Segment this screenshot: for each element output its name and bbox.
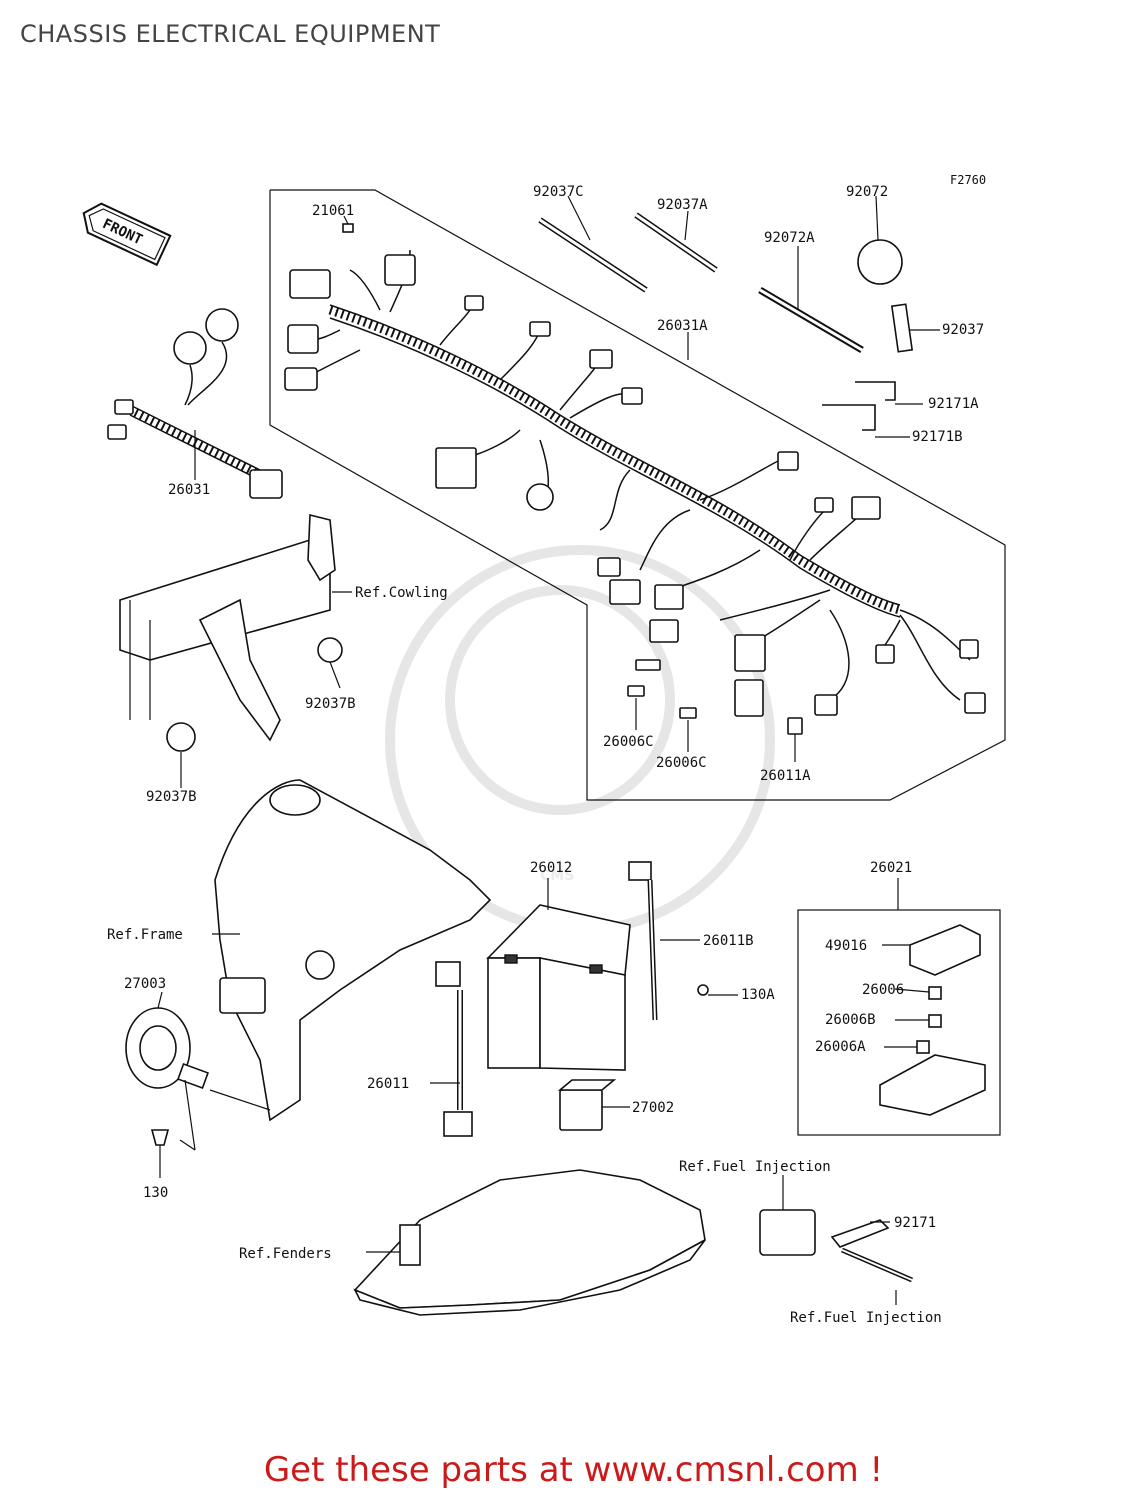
connector-q [734,679,764,717]
label-ref-fuel-injection-2: Ref.Fuel Injection [790,1310,942,1326]
label-92037C: 92037C [533,184,584,200]
label-26006A: 26006A [815,1039,866,1055]
clip-26006C-1 [627,685,645,697]
turn-signal-left [173,331,207,365]
label-26021: 26021 [870,860,912,876]
connector-p [734,634,766,672]
connector-k [654,584,684,610]
connector-g [589,349,613,369]
label-26006C-2: 26006C [656,755,707,771]
clip-26011A [787,717,803,735]
connector-a [289,269,331,299]
label-26006B: 26006B [825,1012,876,1028]
label-21061: 21061 [312,203,354,219]
label-130A: 130A [741,987,775,1003]
label-26011B: 26011B [703,933,754,949]
clamp-92037 [890,303,914,353]
fusebox-group-outline [797,909,1001,1136]
grommet-92037B [166,722,196,752]
label-ref-frame: Ref.Frame [107,927,183,943]
battery-26012 [486,904,631,1071]
bolt-130A [697,984,709,996]
connector-t [959,639,979,659]
label-92171A: 92171A [928,396,979,412]
fuse-26006B [928,1014,942,1028]
cowling-bracket [119,513,343,752]
frame [214,779,492,1122]
label-26012: 26012 [530,860,572,876]
connector-c [287,324,319,354]
cover-49016 [909,924,981,976]
fuse-box [879,1054,986,1116]
rear-fender [353,1169,706,1316]
label-92037A: 92037A [657,197,708,213]
label-26031: 26031 [168,482,210,498]
label-92037B-2: 92037B [146,789,197,805]
label-ref-fuel-injection-1: Ref.Fuel Injection [679,1159,831,1175]
figure-code: F2760 [950,173,986,187]
fuse-26006A [916,1040,930,1054]
relay-box [435,447,477,489]
label-92171: 92171 [894,1215,936,1231]
front-arrow-icon: FRONT [82,202,172,267]
sensor-round [526,483,554,511]
label-92037B-1: 92037B [305,696,356,712]
damper-92171 [830,1219,890,1248]
fuel-injection-unit [759,1209,816,1256]
parts-diagram: CMS F2760 FRONT [82,173,1006,1326]
fuse-21061 [342,223,354,233]
label-92171B: 92171B [912,429,963,445]
connector-j [609,579,641,605]
connector-h [621,387,643,405]
terminal-26011B-top [628,861,652,881]
connector-u [964,692,986,714]
cta-link[interactable]: Get these parts at www.cmsnl.com ! [263,1450,884,1490]
clamp-92171A [855,381,896,401]
connector-r [814,694,838,716]
label-26031A: 26031A [657,318,708,334]
turn-signal-right [205,308,239,342]
connector-f [529,321,551,337]
connector-m [814,497,834,513]
connector-s [875,644,895,664]
connector-b [384,254,416,286]
terminal-26011-bottom [443,1111,473,1137]
label-27002: 27002 [632,1100,674,1116]
connector-l [777,451,799,471]
connector-o [649,619,679,643]
label-26011A: 26011A [760,768,811,784]
label-49016: 49016 [825,938,867,954]
fuse-26006 [928,986,942,1000]
label-26011: 26011 [367,1076,409,1092]
connector-26031 [249,469,283,499]
main-harness-26031A [328,305,902,615]
connector-i [597,557,621,577]
relay-27002 [559,1089,603,1131]
connector-n [851,496,881,520]
clip-26006C-2 [679,707,697,719]
connector-e [464,295,484,311]
connector-d [284,367,318,391]
band-92072 [857,239,903,285]
label-92072A: 92072A [764,230,815,246]
label-ref-fenders: Ref.Fenders [239,1246,332,1262]
label-92037: 92037 [942,322,984,338]
label-ref-cowling: Ref.Cowling [355,585,448,601]
terminal-26011-top [435,961,461,987]
clamp-92171B [822,404,876,431]
harness-group-outline [269,189,1006,801]
label-130: 130 [143,1185,168,1201]
label-26006: 26006 [862,982,904,998]
label-92072: 92072 [846,184,888,200]
bolt-130 [150,1129,170,1146]
connector-v [635,659,661,671]
label-26006C-1: 26006C [603,734,654,750]
label-27003: 27003 [124,976,166,992]
page-title: CHASSIS ELECTRICAL EQUIPMENT [20,20,441,48]
